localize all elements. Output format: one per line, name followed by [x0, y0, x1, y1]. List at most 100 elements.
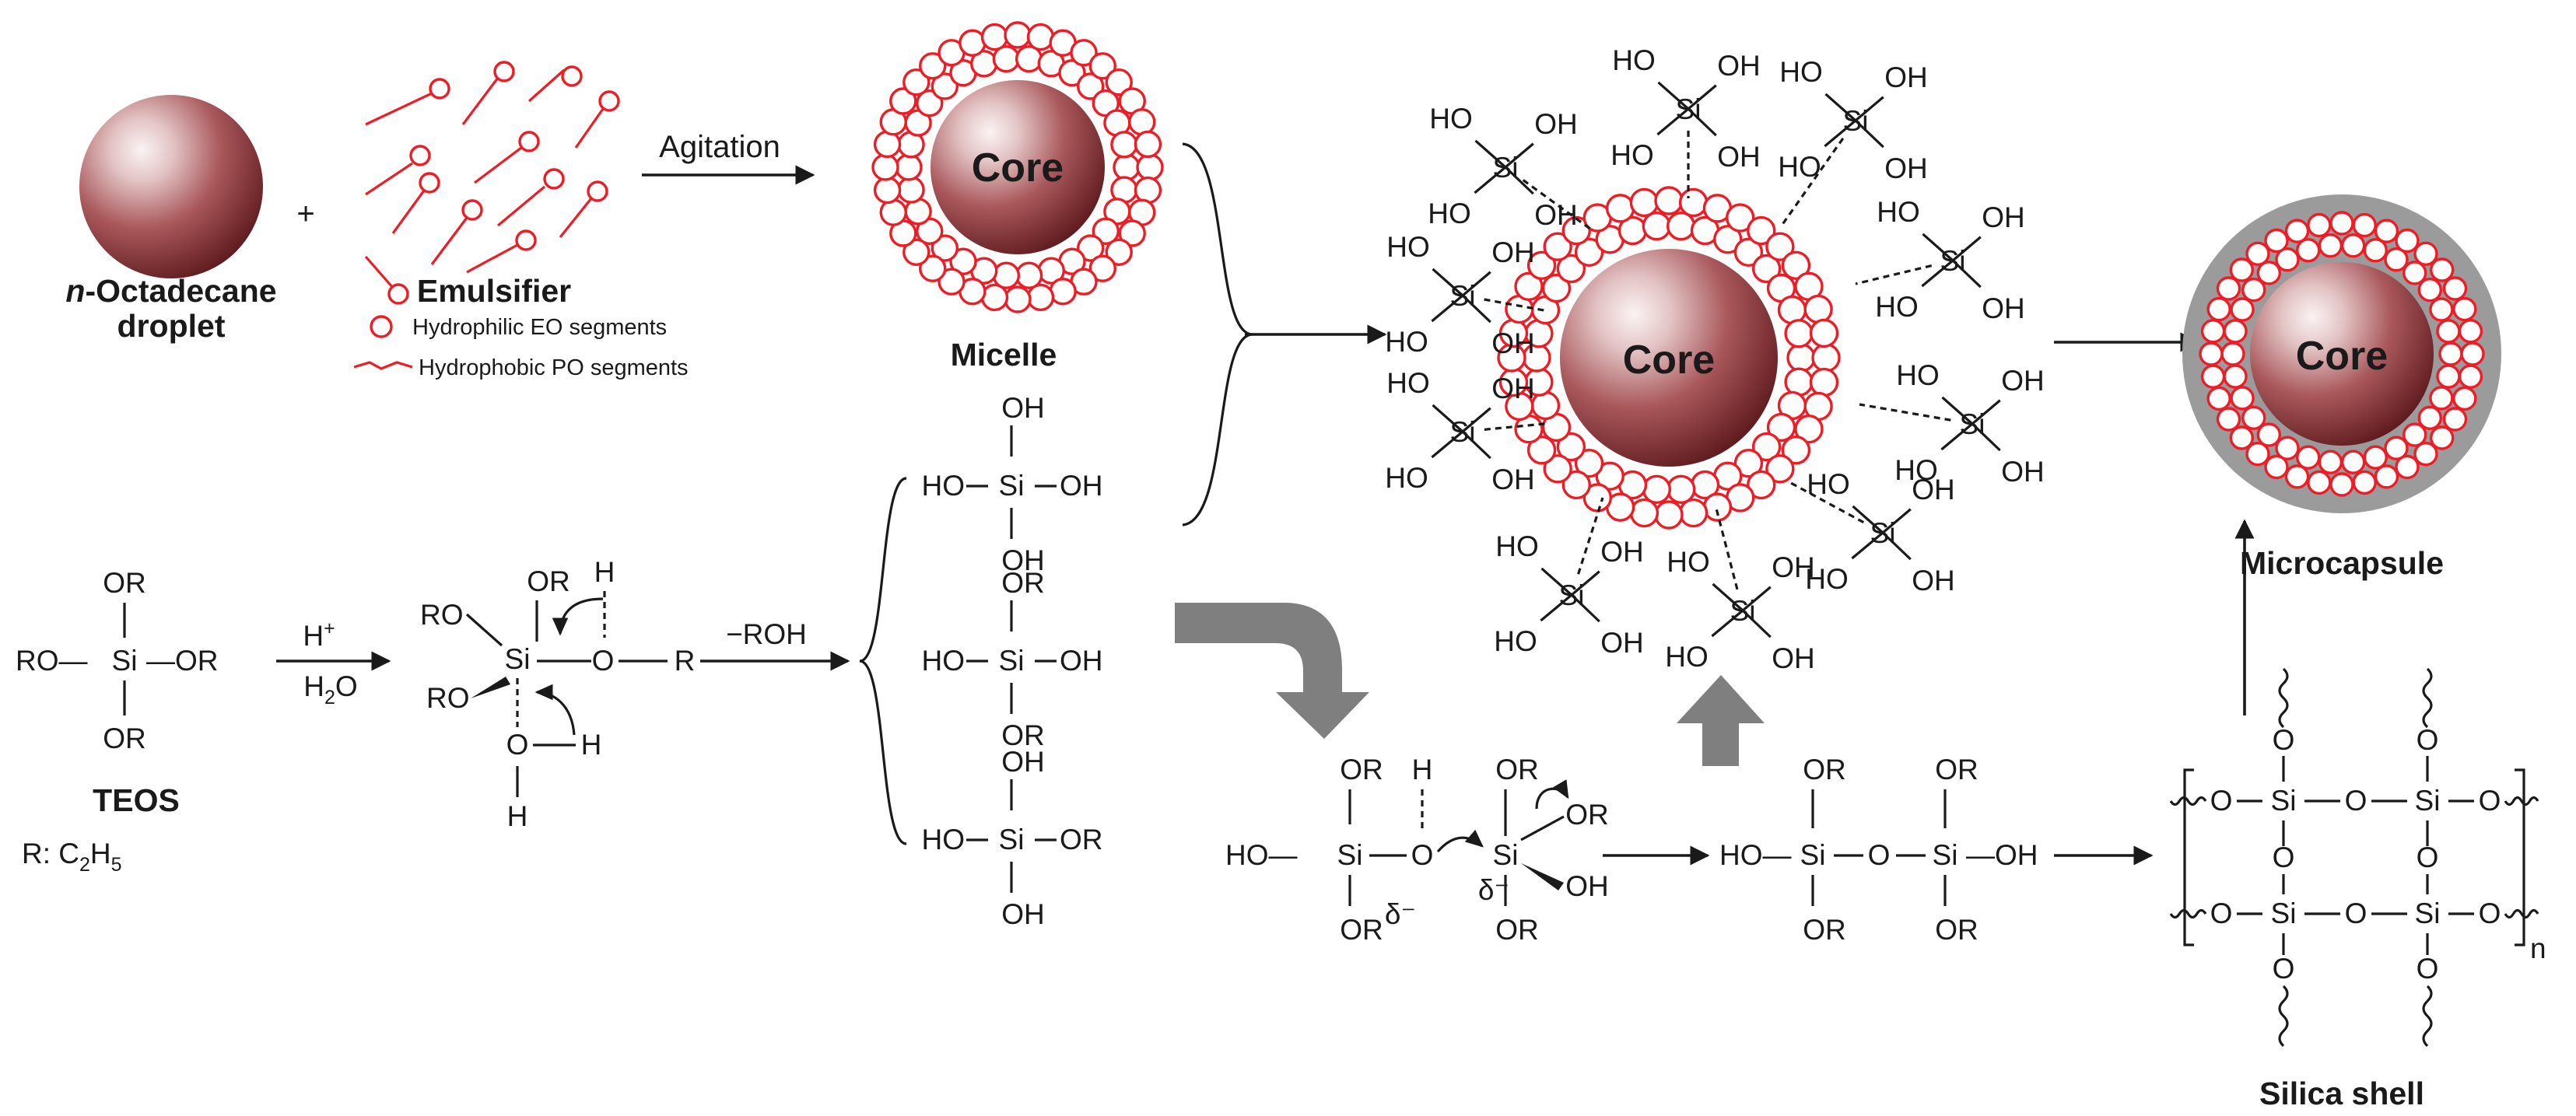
center-eo-segment	[1666, 212, 1696, 241]
svg-text:OH: OH	[1001, 898, 1045, 930]
svg-text:HO: HO	[1495, 530, 1539, 562]
center-core	[1560, 249, 1778, 467]
products-brace	[859, 477, 907, 845]
octadecane-droplet-sphere	[79, 95, 263, 278]
center-eo-segment	[1809, 367, 1839, 397]
silanol-coated-micelle: Core	[1497, 186, 1841, 530]
center-eo-segment	[1574, 448, 1604, 478]
svg-text:HO: HO	[1805, 563, 1849, 595]
condensation-intermediate: OR HO— Si O H δ⁻ OR OR Si δ⁻ OR OH OR	[1225, 754, 1609, 946]
center-eo-segment	[1733, 448, 1764, 478]
capsule-eo-segment	[2413, 241, 2438, 267]
svg-text:OH: OH	[2001, 456, 2045, 488]
svg-text:HO: HO	[1385, 326, 1428, 358]
svg-text:Si: Si	[505, 643, 531, 675]
svg-text:OH: OH	[1060, 470, 1103, 502]
micelle-eo-segment	[980, 23, 1009, 51]
svg-text:OR: OR	[1495, 754, 1539, 785]
capsule-eo-segment	[2429, 425, 2455, 450]
capsule-eo-segment	[2220, 341, 2245, 366]
svg-text:OH: OH	[1717, 50, 1761, 82]
svg-text:Si: Si	[999, 470, 1025, 502]
svg-text:H: H	[507, 800, 528, 832]
micelle-eo-segment	[959, 29, 987, 57]
svg-text:OH: OH	[1491, 327, 1535, 359]
svg-text:Si: Si	[1933, 839, 1958, 871]
svg-text:OH: OH	[1491, 373, 1535, 404]
micelle-eo-segment	[1058, 59, 1086, 87]
capsule-eo-segment	[2296, 238, 2321, 263]
micelle-eo-segment	[1088, 254, 1116, 282]
svg-text:OH: OH	[1600, 536, 1644, 568]
svg-text:HO: HO	[1610, 139, 1654, 171]
svg-text:OH: OH	[1912, 474, 1955, 506]
svg-text:HO—: HO—	[1719, 839, 1792, 871]
capsule-eo-segment	[2429, 386, 2454, 411]
capsule-eo-segment	[2229, 257, 2255, 282]
network-si: Si	[2271, 785, 2297, 817]
network-si: Si	[2271, 897, 2297, 929]
micelle-label: Micelle	[951, 337, 1057, 373]
agitation-label: Agitation	[659, 130, 780, 164]
water-label: H2O	[303, 670, 357, 708]
network-o: O	[2417, 953, 2439, 985]
svg-text:H: H	[1412, 754, 1433, 785]
svg-text:HO: HO	[922, 645, 966, 677]
capsule-eo-segment	[2460, 341, 2485, 366]
microcapsule-core-label: Core	[2296, 334, 2388, 379]
svg-text:OH: OH	[1060, 645, 1103, 677]
disiloxane-product: OR HO— Si O Si —OH OR OR OR	[1719, 754, 2038, 946]
center-eo-segment	[1786, 343, 1816, 373]
center-eo-segment	[1747, 215, 1776, 246]
svg-text:HO: HO	[1896, 359, 1940, 391]
capsule-eo-segment	[2318, 450, 2343, 474]
micelle-eo-segment	[919, 254, 947, 282]
svg-text:OR: OR	[103, 567, 146, 599]
svg-text:O: O	[1411, 839, 1434, 871]
capsule-eo-segment	[2256, 422, 2282, 447]
center-eo-segment	[1561, 215, 1591, 246]
micelle-eo-segment	[902, 68, 931, 96]
network-wavy-bond	[2422, 667, 2433, 729]
capsule-eo-segment	[2216, 407, 2241, 432]
network-bracket-left	[2183, 768, 2194, 946]
big-curved-arrow	[1175, 603, 1369, 739]
svg-text:Si: Si	[1493, 839, 1519, 871]
network-o: O	[2273, 841, 2295, 873]
svg-text:Si: Si	[999, 645, 1025, 677]
center-eo-segment	[1543, 454, 1572, 484]
network-si: Si	[2415, 897, 2441, 929]
svg-text:HO: HO	[1385, 462, 1428, 494]
r-definition: R: C2H5	[22, 838, 122, 876]
capsule-eo-segment	[2340, 450, 2366, 474]
center-eo-segment	[1811, 343, 1841, 373]
svg-text:HO—: HO—	[1225, 839, 1298, 871]
micelle-eo-segment	[1026, 283, 1055, 312]
svg-text:δ⁻: δ⁻	[1385, 898, 1416, 930]
center-eo-segment	[1751, 254, 1782, 284]
capsule-eo-segment	[2442, 407, 2468, 432]
capsule-eo-segment	[2458, 364, 2483, 389]
center-eo-segment	[1642, 474, 1672, 504]
capsule-eo-segment	[2264, 228, 2289, 254]
capsule-eo-segment	[2230, 297, 2255, 322]
network-wavy-bond	[2422, 985, 2433, 1048]
svg-text:OH: OH	[1001, 746, 1045, 778]
capsule-eo-segment	[2200, 319, 2226, 344]
micelle-eo-segment	[1088, 52, 1116, 80]
big-up-arrow	[1677, 675, 1765, 766]
svg-text:OR: OR	[1935, 754, 1978, 785]
center-eo-segment	[1543, 232, 1572, 261]
svg-text:OH: OH	[1534, 108, 1578, 140]
center-eo-segment	[1629, 187, 1660, 218]
capsule-eo-segment	[2245, 241, 2270, 267]
teos-label: TEOS	[93, 782, 180, 818]
svg-text:OR: OR	[1340, 914, 1383, 946]
micelle-eo-segment	[1004, 285, 1032, 313]
micelle-eo-segment	[1004, 21, 1032, 49]
